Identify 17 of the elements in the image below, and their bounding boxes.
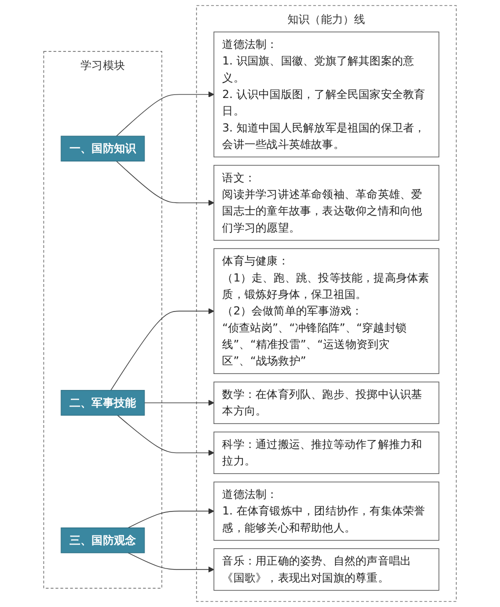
node-box: 数学：在体育列队、跑步、投掷中认识基本方向。: [214, 382, 440, 424]
node-box: 一、国防知识: [60, 136, 145, 162]
arrow: [116, 160, 214, 206]
node-box: 道德法制： 1. 识国旗、国徽、党旗了解其图案的意义。 2. 认识中国版图，了解全民国家安全教育日。 3. 知道中国人民解放军是祖国的保卫者，会讲一些战斗英雄故事。: [214, 32, 440, 158]
node-box: 体育与健康： （1）走、跑、跳、投等技能，提高身体素质，锻炼好身体，保卫祖国。 （2）会做简单的军事游戏： “侦查站岗”、“冲锋陷阵”、“穿越封锁线”、“精准投雷”、“运送物资到灾区”、“战场救护”: [214, 248, 440, 374]
node-box: 科学：通过搬运、推拉等动作了解推力和拉力。: [214, 432, 440, 474]
node-box: 道德法制： 1. 在体育锻炼中，团结协作，有集体荣誉感，能够关心和帮助他人。: [214, 482, 440, 541]
arrow: [117, 414, 214, 456]
arrow: [128, 552, 214, 573]
arrow: [110, 308, 214, 391]
arrow: [144, 400, 214, 406]
node-box: 二、军事技能: [60, 390, 145, 416]
node-box: 语文： 阅读并学习讲述革命领袖、革命英雄、爱国志士的童年故事，表达敬仰之情和向他们学习的愿望。: [214, 164, 440, 241]
node-box: 音乐：用正确的姿势、自然的声音唱出《国歌》，表现出对国旗的尊重。: [214, 548, 440, 591]
arrow: [128, 508, 214, 528]
node-box: 三、国防观念: [60, 527, 145, 554]
arrow: [116, 91, 214, 136]
